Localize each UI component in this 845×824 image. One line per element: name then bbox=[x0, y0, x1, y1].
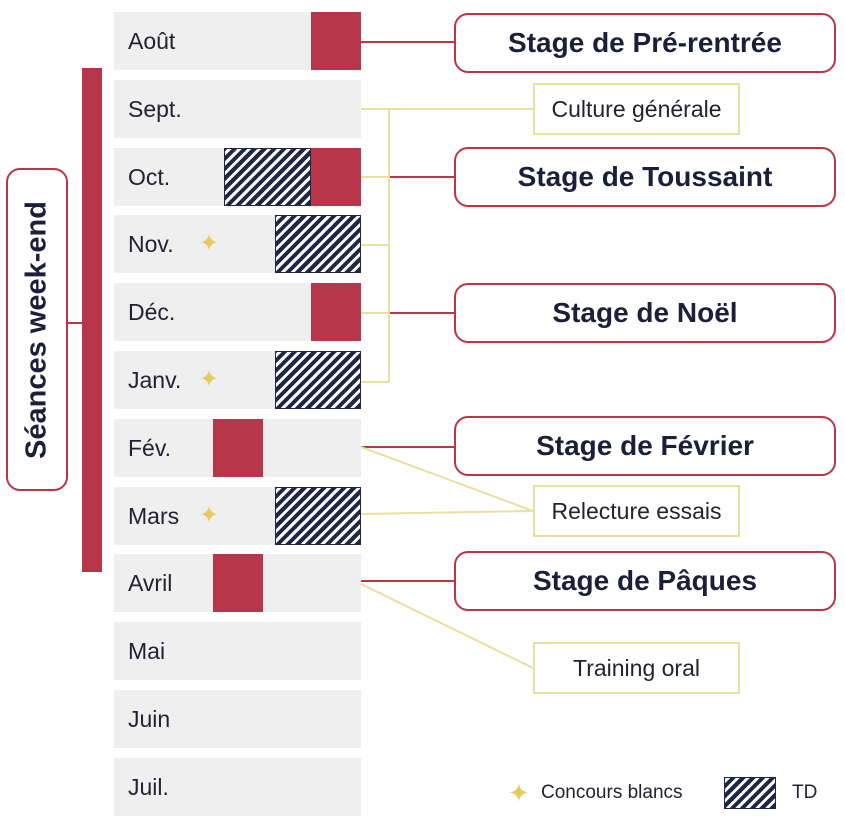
td-block bbox=[275, 215, 361, 273]
month-label: Mai bbox=[128, 638, 166, 664]
month-label: Déc. bbox=[128, 299, 176, 325]
weekend-bar bbox=[82, 68, 102, 572]
month-label: Mars bbox=[128, 503, 180, 529]
star-icon: ✦ bbox=[199, 366, 220, 393]
stage-fevrier: Stage de Février bbox=[454, 416, 836, 476]
month-label: Juil. bbox=[128, 774, 169, 800]
td-block bbox=[275, 487, 361, 545]
month-row: Mars ✦ bbox=[114, 487, 361, 545]
month-row: Août bbox=[114, 12, 361, 70]
connector-relecture-essais bbox=[360, 446, 534, 515]
stage-toussaint: Stage de Toussaint bbox=[454, 147, 836, 207]
stage-paques: Stage de Pâques bbox=[454, 551, 836, 611]
month-row: Fév. bbox=[114, 419, 361, 477]
month-row: Mai bbox=[114, 622, 361, 680]
module-relecture-essais: Relecture essais bbox=[533, 485, 740, 537]
month-label: Sept. bbox=[128, 96, 182, 122]
stage-block bbox=[311, 283, 361, 341]
weekend-label: Séances week-end bbox=[20, 200, 53, 459]
stage-block bbox=[311, 12, 361, 70]
stage-block bbox=[311, 148, 361, 206]
td-block bbox=[224, 148, 311, 206]
td-block bbox=[275, 351, 361, 409]
month-label: Fév. bbox=[128, 435, 172, 461]
month-label: Juin bbox=[128, 706, 171, 732]
bracket-culture-generale bbox=[361, 108, 533, 383]
td-swatch bbox=[724, 777, 776, 809]
stage-block bbox=[213, 554, 263, 612]
stage-noel: Stage de Noël bbox=[454, 283, 836, 343]
month-row: Juil. bbox=[114, 758, 361, 816]
star-icon: ✦ bbox=[199, 502, 220, 529]
stage-pre-rentree: Stage de Pré-rentrée bbox=[454, 13, 836, 73]
month-label: Août bbox=[128, 28, 176, 54]
month-row: Déc. bbox=[114, 283, 361, 341]
month-row: Sept. bbox=[114, 80, 361, 138]
module-training-oral: Training oral bbox=[533, 642, 740, 694]
month-row: Oct. bbox=[114, 148, 361, 206]
star-icon: ✦ bbox=[508, 778, 530, 808]
legend-td-label: TD bbox=[792, 782, 818, 803]
month-label: Oct. bbox=[128, 164, 171, 190]
month-row: Juin bbox=[114, 690, 361, 748]
month-row: Nov. ✦ bbox=[114, 215, 361, 273]
stage-block bbox=[213, 419, 263, 477]
weekend-box: Séances week-end bbox=[6, 168, 68, 491]
star-icon: ✦ bbox=[199, 230, 220, 257]
legend-star-label: Concours blancs bbox=[541, 782, 683, 803]
connector-training-oral bbox=[360, 583, 534, 669]
month-label: Avril bbox=[128, 570, 173, 596]
month-label: Nov. bbox=[128, 231, 174, 257]
month-row: Avril bbox=[114, 554, 361, 612]
month-row: Janv. ✦ bbox=[114, 351, 361, 409]
month-label: Janv. bbox=[128, 367, 182, 393]
module-culture-generale: Culture générale bbox=[533, 83, 740, 135]
